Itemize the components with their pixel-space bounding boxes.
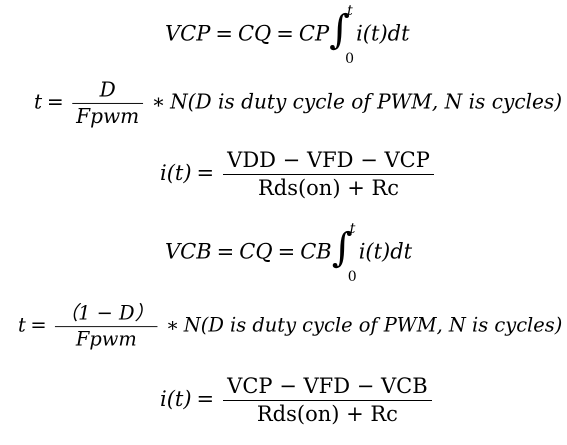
fraction: （1 − D）Fpwm (55, 304, 158, 349)
eq6-lhs: i(t) (160, 387, 192, 411)
eq5-lhs: t (18, 314, 26, 337)
eq4-lhs: VCB (165, 239, 212, 264)
multiply-sign: ∗ (165, 314, 180, 337)
eq4-pre: CB (300, 239, 332, 264)
eq4-mid: CQ (239, 239, 273, 264)
integral-upper-limit: t (349, 221, 356, 237)
equals-sign: = (196, 387, 215, 411)
eq3-lhs: i(t) (160, 161, 192, 185)
eq1-pre: CP (298, 21, 330, 46)
eq2-lhs: t (34, 90, 43, 114)
fraction-numerator: VCP − VFD − VCB (227, 374, 428, 398)
integral-lower-limit: 0 (345, 51, 355, 67)
equals-sign: = (30, 314, 47, 337)
fraction-numerator: （1 − D） (58, 302, 154, 325)
equals-sign: = (215, 21, 233, 46)
equation-5: t= （1 − D）Fpwm ∗N(D is duty cycle of PWM, … (18, 304, 562, 349)
integral-upper-limit: t (347, 3, 353, 19)
fraction-denominator: Rds(on) + Rc (223, 174, 434, 199)
eq1-lhs: VCP (165, 21, 211, 46)
eq5-tail: N(D is duty cycle of PWM, N is cycles) (183, 314, 563, 337)
eq2-tail: N(D is duty cycle of PWM, N is cycles) (170, 90, 563, 114)
equals-sign: = (276, 21, 294, 46)
fraction-denominator: Rds(on) + Rc (223, 400, 432, 425)
equals-sign: = (196, 161, 215, 185)
integral-lower-limit: 0 (347, 269, 357, 285)
equals-sign: = (216, 239, 235, 264)
multiply-sign: ∗ (151, 90, 166, 114)
fraction-denominator: Fpwm (72, 102, 144, 127)
integral-sign: ∫ (329, 7, 350, 53)
eq1-integrand: i(t)dt (356, 21, 410, 46)
integral: ∫t 0 (331, 222, 357, 284)
equals-sign: = (46, 90, 64, 114)
fraction-denominator: Fpwm (55, 326, 158, 349)
equals-sign: = (277, 239, 296, 264)
integral: ∫t 0 (329, 4, 354, 66)
integral-sign: ∫ (331, 225, 353, 271)
fraction-numerator: D (99, 78, 116, 102)
eq4-integrand: i(t)dt (358, 239, 413, 264)
fraction-numerator: VDD − VFD − VCP (227, 148, 430, 172)
eq1-mid: CQ (237, 21, 272, 46)
